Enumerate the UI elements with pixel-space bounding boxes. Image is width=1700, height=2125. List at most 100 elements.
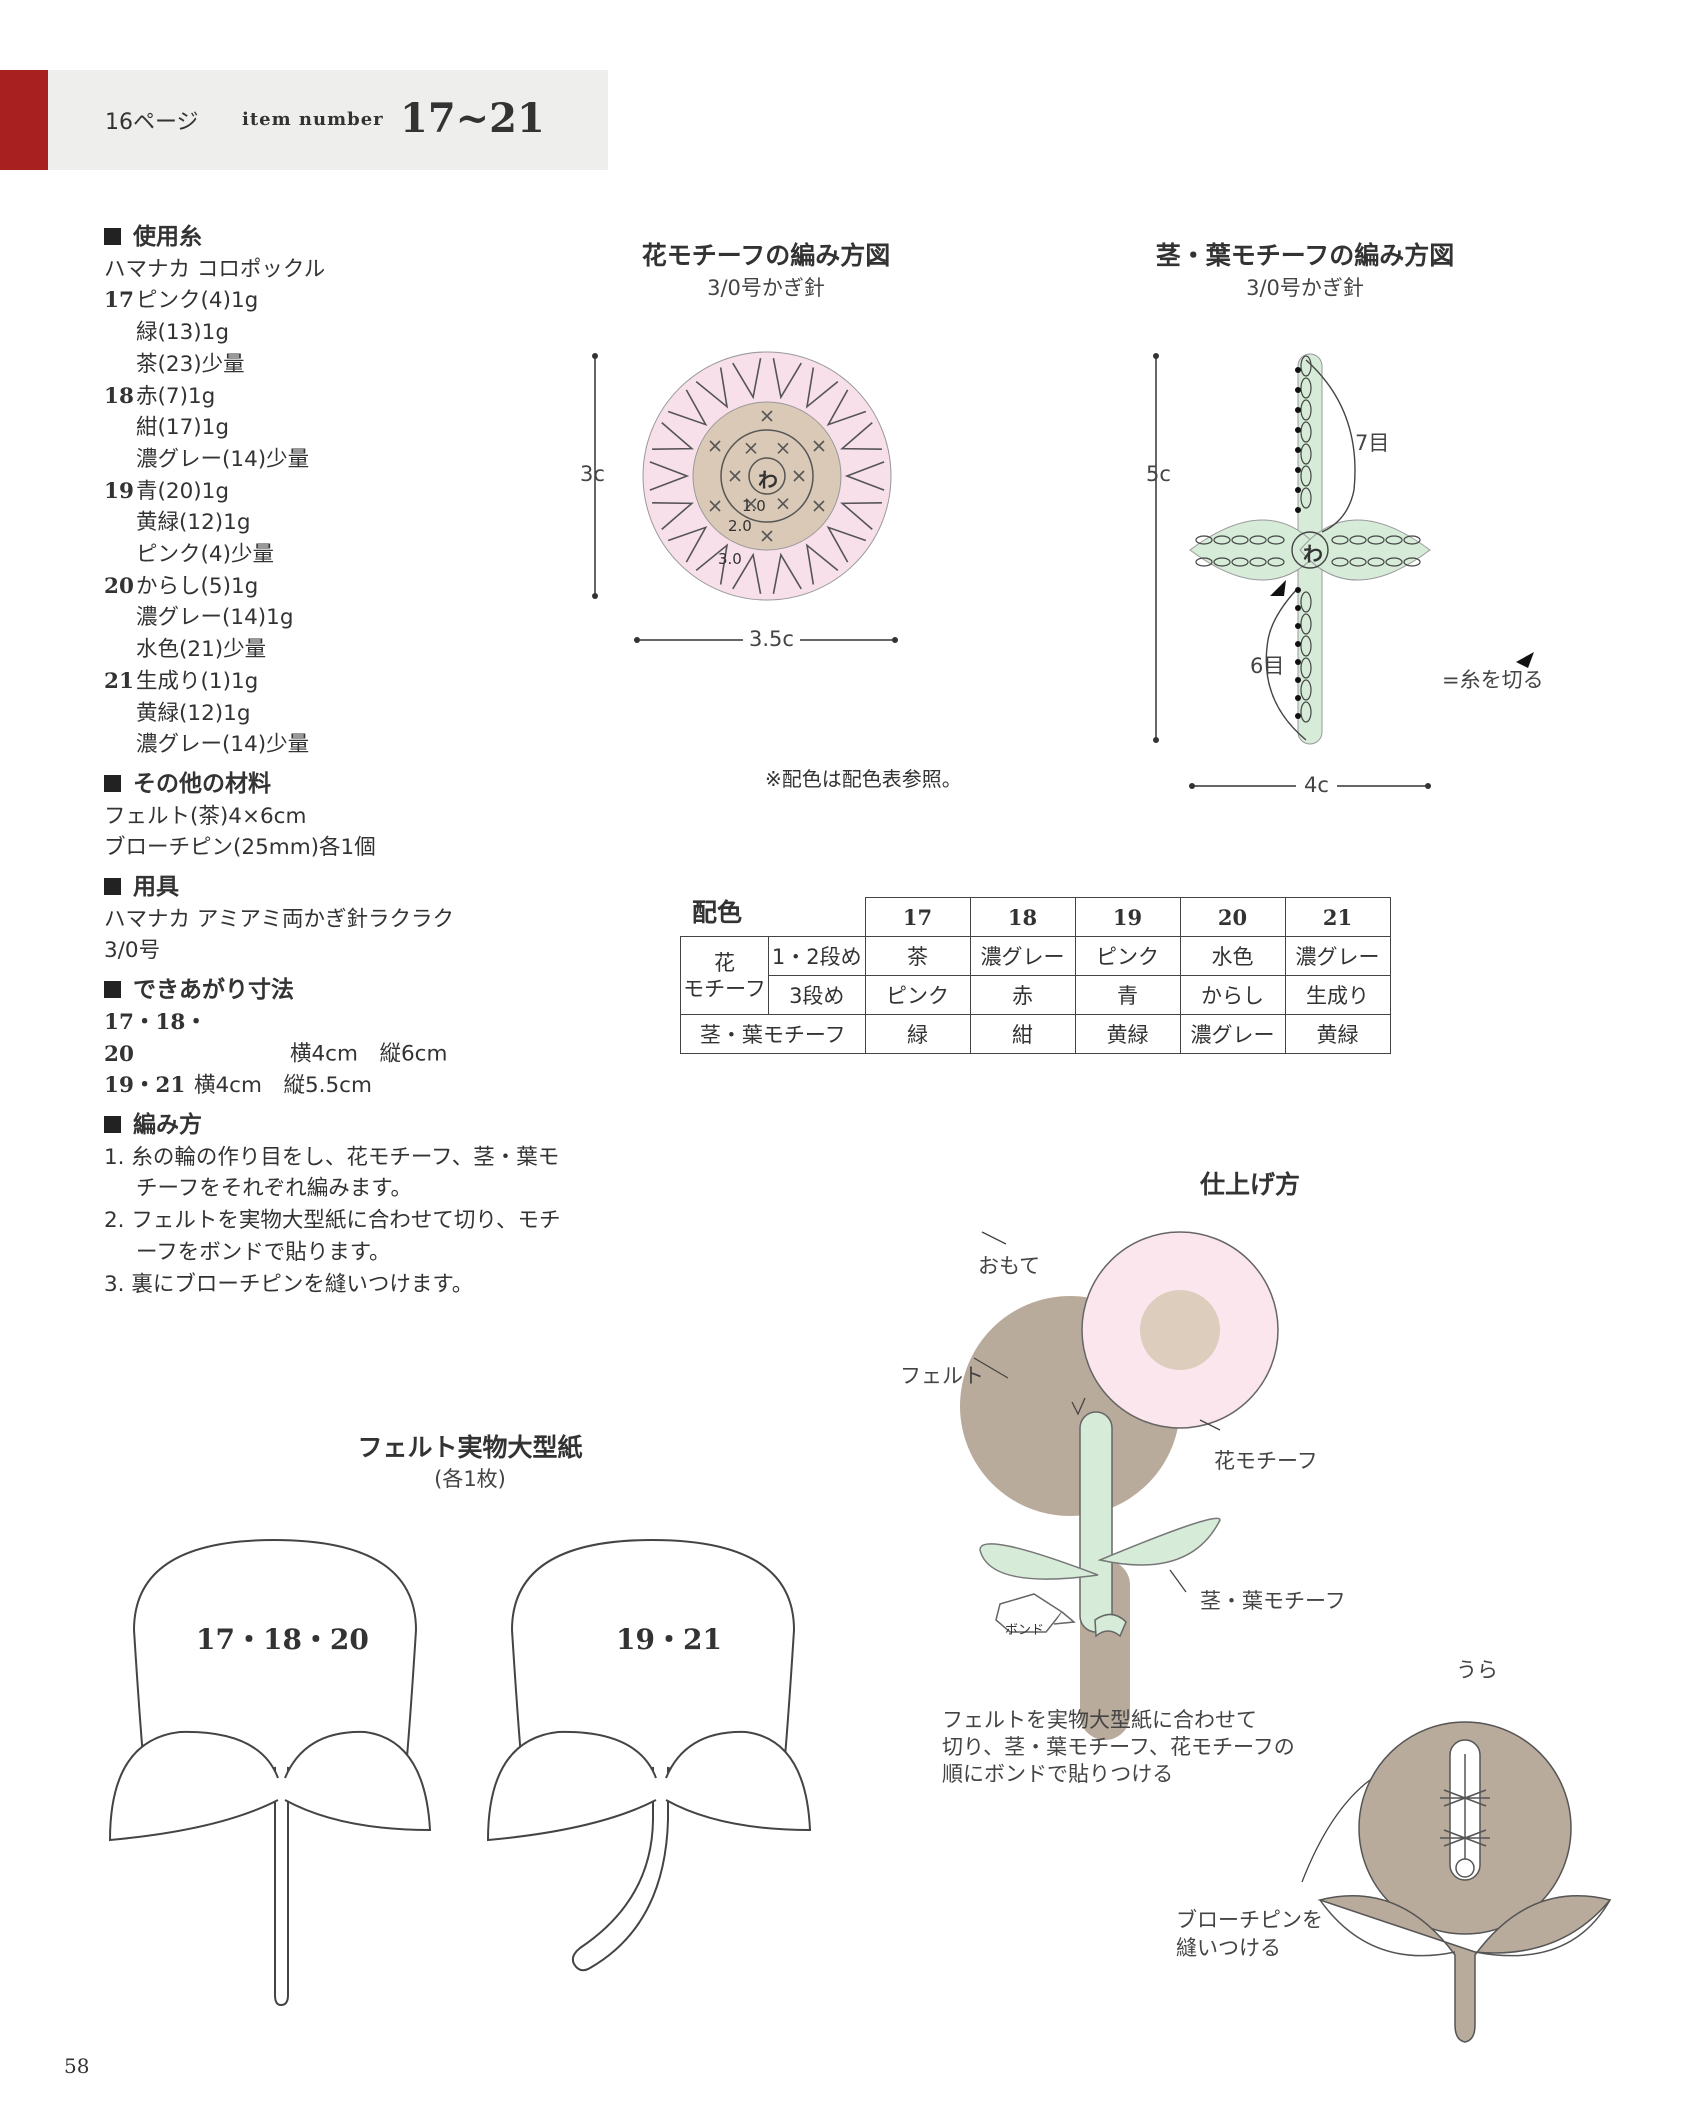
stem-chart-title: 茎・葉モチーフの編み方図 [1155,241,1455,270]
stem-chart-hook: 3/0号かぎ針 [1246,276,1364,300]
table-header: 19 [1074,897,1181,937]
table-cell: 濃グレー [969,936,1076,976]
other-material-line: ブローチピン(25mm)各1個 [104,835,376,861]
row-label: 3段め [768,975,866,1015]
yarn-item-20: 20からし(5)1g [104,573,259,599]
flower-chart-hook: 3/0号かぎ針 [707,276,825,300]
cut-yarn-legend: =糸を切る [1442,668,1544,692]
yarn-line: 濃グレー(14)少量 [136,446,310,472]
materials-column: 使用糸 ハマナカ コロポックル 17ピンク(4)1g 緑(13)1g 茶(23)… [104,222,584,1300]
table-row: 17 18 19 20 21 [681,897,1391,937]
method-heading: 編み方 [104,1110,584,1142]
size-heading: できあがり寸法 [104,975,584,1007]
stem-chart-diagram [1153,353,1534,789]
header-item-range: 17~21 [400,95,545,142]
table-header: 17 [864,897,971,937]
table-cell: 黄緑 [1284,1014,1391,1054]
table-header: 18 [969,897,1076,937]
yarn-line: 水色(21)少量 [136,637,267,663]
pin-label: ブローチピンを 縫いつける [1176,1908,1323,1960]
table-cell: ピンク [1074,936,1181,976]
table-cell: 生成り [1284,975,1391,1015]
method-step: 1. 糸の輪の作り目をし、花モチーフ、茎・葉モチーフをそれぞれ編みます。 [104,1144,560,1202]
finishing-instructions: フェルトを実物大型紙に合わせて 切り、茎・葉モチーフ、花モチーフの 順にボンドで… [942,1708,1295,1786]
flower-chart-title: 花モチーフの編み方図 [641,241,891,270]
table-cell: 濃グレー [1179,1014,1286,1054]
yarn-item-21: 21生成り(1)1g [104,668,259,694]
table-cell: 赤 [969,975,1076,1015]
flower-round1-label: 1.0 [742,497,766,515]
table-cell: ピンク [864,975,971,1015]
front-label: おもて [978,1254,1041,1278]
table-cell: 緑 [864,1014,971,1054]
row-label: 1・2段め [768,936,866,976]
method-step: 3. 裏にブローチピンを縫いつけます。 [104,1271,474,1297]
flower-width-label: 3.5c [743,627,800,651]
pattern-b-label: 19・21 [616,1623,722,1656]
header-band [48,70,608,170]
table-row: 茎・葉モチーフ 緑 紺 黄緑 濃グレー 黄緑 [680,1014,1391,1054]
page-number: 58 [64,2054,90,2078]
yarn-line: 紺(17)1g [136,415,229,441]
pattern-title: フェルト実物大型紙 [357,1433,583,1462]
stem-height-label: 5c [1146,462,1171,486]
table-cell: 青 [1074,975,1181,1015]
finishing-diagram [960,1231,1612,2043]
yarn-line: 濃グレー(14)1g [136,605,294,631]
other-materials-heading: その他の材料 [104,769,584,801]
yarn-line: 茶(23)少量 [136,351,245,377]
yarn-item-17: 17ピンク(4)1g [104,288,259,314]
yarn-item-19: 19青(20)1g [104,478,229,504]
table-cell: 黄緑 [1074,1014,1181,1054]
table-cell: 紺 [969,1014,1076,1054]
yarn-line: 濃グレー(14)少量 [136,732,310,758]
tool-line: ハマナカ アミアミ両かぎ針ラクラク [104,906,454,932]
method-step: 2. フェルトを実物大型紙に合わせて切り、モチーフをボンドで貼ります。 [104,1208,561,1265]
yarn-heading: 使用糸 [104,222,584,254]
yarn-line: ピンク(4)少量 [136,542,274,568]
flower-height-label: 3c [580,462,605,486]
table-row: 3段め ピンク 赤 青 からし 生成り [681,975,1391,1015]
bond-label: ボンド [1005,1623,1045,1638]
tools-heading: 用具 [104,872,584,904]
table-header: 20 [1179,897,1286,937]
stem-motif-label: 茎・葉モチーフ [1200,1589,1346,1613]
pattern-a-label: 17・18・20 [196,1623,369,1656]
felt-pattern-diagram [108,1538,812,2007]
other-material-line: フェルト(茶)4×6cm [104,803,307,829]
back-label: うら [1456,1658,1498,1682]
stem-bottom-count: 6目 [1250,654,1285,678]
yarn-brand: ハマナカ コロポックル [104,256,326,282]
stem-center-label: わ [1303,542,1323,566]
flower-row-label: 花モチーフ [680,936,769,1015]
yarn-line: 緑(13)1g [136,320,229,346]
pattern-sub: (各1枚) [434,1467,506,1491]
tool-line: 3/0号 [104,938,161,964]
flower-round3-label: 3.0 [718,550,742,568]
table-cell: 水色 [1179,936,1286,976]
flower-motif-label: 花モチーフ [1214,1449,1318,1473]
table-cell: 茶 [864,936,971,976]
flower-center-label: わ [758,468,778,492]
yarn-line: 黄緑(12)1g [136,510,251,536]
stem-top-count: 7目 [1355,431,1390,455]
table-cell: からし [1179,975,1286,1015]
color-table: 17 18 19 20 21 花モチーフ 1・2段め 茶 濃グレー ピンク 水色… [680,897,1391,1054]
yarn-item-18: 18赤(7)1g [104,383,216,409]
yarn-line: 黄緑(12)1g [136,700,251,726]
stem-width-label: 4c [1296,773,1337,797]
color-table-title: 配色 [692,898,743,927]
header-item-label: item number [242,109,384,130]
header-page-ref: 16ページ [105,110,199,135]
header-accent-bar [0,70,48,170]
row-label: 茎・葉モチーフ [680,1014,866,1054]
finishing-title: 仕上げ方 [1200,1170,1301,1199]
table-cell: 濃グレー [1284,936,1391,976]
felt-label: フェルト [900,1364,984,1388]
flower-round2-label: 2.0 [728,517,752,535]
table-header: 21 [1284,897,1391,937]
color-note: ※配色は配色表参照。 [765,767,962,791]
table-row: 花モチーフ 1・2段め 茶 濃グレー ピンク 水色 濃グレー [680,936,1391,1015]
